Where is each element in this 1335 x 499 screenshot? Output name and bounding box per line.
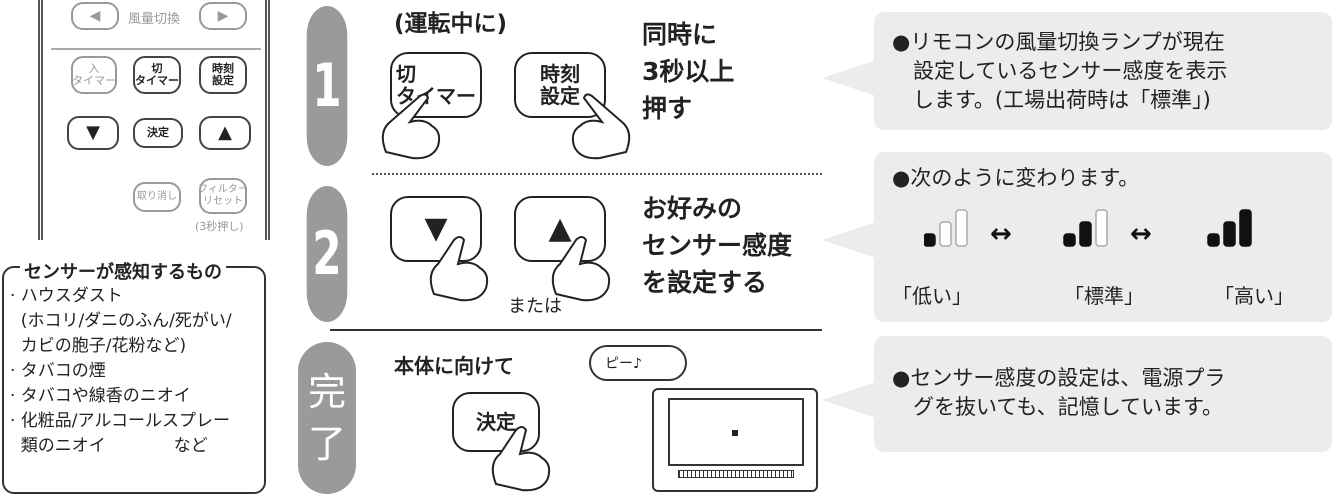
sensor-item: · ハウスダスト [10, 286, 123, 306]
hold-note: (3秒押し) [195, 220, 244, 233]
beep-speech-bubble: ピー♪ [589, 345, 687, 381]
info-line: ●センサー感度の設定は、電源プラ [892, 366, 1226, 390]
badge-char: 完 [307, 370, 346, 414]
step3-heading: 本体に向けて [394, 354, 514, 378]
air-purifier-unit [652, 388, 818, 492]
instruction-line: を設定する [642, 268, 768, 297]
level-bar [955, 209, 968, 247]
level-bar [1079, 221, 1092, 247]
cancel-button[interactable]: 取り消し [133, 182, 181, 212]
level-bar [924, 233, 936, 247]
sensor-list-box: · ハウスダスト (ホコリ/ダニのふん/死がい/ カビの胞子/花粉など) · タ… [2, 266, 266, 494]
level-arrow: ↔ [1130, 219, 1152, 249]
info-panel-1: ●リモコンの風量切換ランプが現在 設定しているセンサー感度を表示 します。(工場… [874, 12, 1332, 130]
step1-heading: (運転中に) [394, 11, 508, 37]
hand-icon [571, 93, 631, 160]
sensor-title: センサーが感知するもの [20, 258, 226, 284]
step1-badge: 1 [306, 6, 348, 166]
sensor-item: · タバコや線香のニオイ [10, 386, 191, 406]
instruction-line: 押す [642, 94, 693, 123]
level-bar [1223, 221, 1236, 247]
hand-icon [491, 426, 551, 492]
step-divider [330, 329, 822, 331]
info-line: 設定しているセンサー感度を表示 [892, 59, 1228, 83]
badge-char: 了 [307, 422, 346, 466]
key-clock-set: 時刻 設定 [514, 52, 606, 118]
sensor-item: 類のニオイ など [10, 436, 208, 456]
or-text: または [508, 296, 562, 317]
sensor-list: · ハウスダスト (ホコリ/ダニのふん/死がい/ カビの胞子/花粉など) · タ… [10, 278, 256, 459]
sensor-item: · 化粧品/アルコールスプレー [10, 411, 231, 431]
instruction-line: お好みの [642, 194, 743, 223]
level-indicators: ↔↔ [924, 209, 1252, 249]
level-arrow: ↔ [990, 219, 1012, 249]
sensor-item: (ホコリ/ダニのふん/死がい/ [10, 311, 232, 331]
decide-button[interactable]: 決定 [133, 118, 183, 148]
sensor-item: · タバコの煙 [10, 361, 106, 381]
step-divider [372, 173, 822, 175]
hand-icon [381, 93, 441, 160]
level-bar [1207, 233, 1220, 247]
instruction-line: 同時に [642, 20, 718, 49]
clock-set-button[interactable]: 時刻 設定 [199, 56, 247, 94]
step3-badge: 完 了 [298, 342, 356, 494]
unit-screen [668, 398, 804, 466]
fan-down-button[interactable]: ◀ [71, 2, 119, 30]
step1-instruction: 同時に 3秒以上 押す [642, 16, 734, 127]
level-bar [1063, 233, 1076, 247]
unit-indicator [732, 430, 738, 436]
callout-arrow [822, 382, 876, 418]
fan-label: 風量切換 [128, 12, 181, 27]
info-line: します。(工場出荷時は「標準」) [892, 88, 1211, 112]
instruction-line: 3秒以上 [642, 57, 735, 86]
sensor-item: カビの胞子/花粉など) [10, 336, 187, 356]
instruction-line: センサー感度 [642, 231, 793, 260]
unit-grille [678, 470, 794, 478]
level-label-standard: 「標準」 [1064, 284, 1144, 308]
key-down: ▼ [390, 196, 482, 262]
info-panel-3: ●センサー感度の設定は、電源プラ グを抜いても、記憶しています。 [874, 336, 1332, 452]
key-up: ▲ [514, 196, 606, 262]
on-timer-button[interactable]: 入 タイマー [71, 56, 117, 94]
up-button[interactable]: ▲ [199, 116, 251, 150]
key-decide: 決定 [452, 392, 540, 452]
callout-arrow [822, 222, 876, 258]
hand-icon [551, 236, 611, 302]
info-line: ●リモコンの風量切換ランプが現在 [892, 30, 1225, 54]
level-bar [939, 221, 952, 247]
down-button[interactable]: ▼ [67, 116, 119, 150]
info-line: ●次のように変わります。 [892, 166, 1140, 190]
level-bar [1095, 209, 1108, 247]
remote-divider [51, 48, 261, 50]
off-timer-button[interactable]: 切 タイマー [133, 56, 181, 94]
info-panel-2: ●次のように変わります。 ↔↔ 「低い」 「標準」 「高い」 [874, 152, 1332, 322]
info-line: グを抜いても、記憶しています。 [892, 395, 1223, 419]
hand-icon [429, 236, 489, 302]
key-off-timer: 切 タイマー [390, 52, 482, 118]
filter-reset-button[interactable]: フィルター リセット [198, 178, 248, 214]
fan-up-button[interactable]: ▶ [199, 2, 247, 30]
step2-badge: 2 [306, 186, 348, 322]
callout-arrow [822, 60, 876, 96]
level-label-low: 「低い」 [892, 284, 972, 308]
level-bar [1239, 209, 1252, 247]
remote-illustration: ◀ 風量切換 ▶ 入 タイマー 切 タイマー 時刻 設定 ▼ 決定 ▲ 取り消し… [38, 0, 270, 240]
level-label-high: 「高い」 [1214, 284, 1294, 308]
step2-instruction: お好みの センサー感度 を設定する [642, 190, 792, 301]
